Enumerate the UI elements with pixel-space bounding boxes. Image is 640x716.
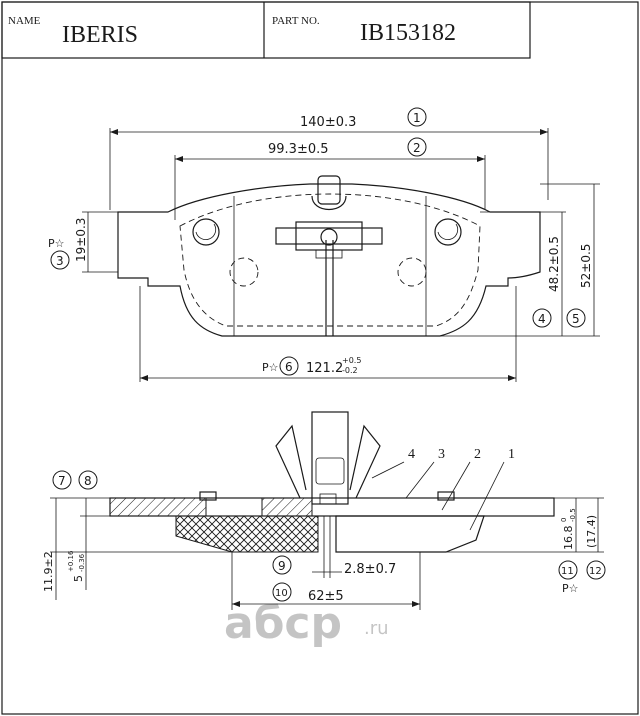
dim-friction-tol-plus: 0	[560, 518, 568, 522]
arrow-icon	[140, 375, 148, 381]
callout-12-circle	[586, 560, 606, 580]
p-star-label-bottom: P☆	[262, 361, 279, 374]
friction-material-left	[175, 515, 319, 553]
leader-line-2	[441, 461, 471, 511]
tab-right	[437, 491, 455, 501]
callout-10: 10	[275, 588, 288, 599]
callout-4: 4	[538, 312, 546, 326]
left-pin-circle	[229, 257, 259, 287]
callout-1: 1	[413, 111, 421, 125]
title-block: NAME IBERIS PART NO. IB153182	[1, 1, 531, 59]
part-label: PART NO.	[272, 15, 320, 27]
side-clip-left-spring	[275, 424, 307, 499]
dim-width-inner: 99.3±0.5	[268, 142, 329, 157]
callout-2: 2	[413, 141, 421, 155]
friction-contour	[179, 193, 481, 327]
watermark: aбcp .ru	[224, 598, 389, 649]
leader-line-3	[405, 461, 435, 499]
dim-width-total: 140±0.3	[300, 115, 356, 130]
left-ear-hole	[192, 218, 220, 246]
clip-body	[295, 221, 363, 251]
right-ear-hole	[434, 218, 462, 246]
tab-left	[199, 491, 217, 501]
callout-9: 9	[278, 559, 286, 573]
callout-3-circle	[50, 250, 70, 270]
left-ear-hole-arc	[195, 223, 217, 240]
clip-tab	[315, 249, 343, 259]
shim-mid	[261, 497, 313, 517]
pad-side-view: 4 3 2 1 7 8 11.9±2 5 +0.16 -0.36 16.8 0 …	[42, 411, 606, 610]
arrow-icon	[412, 601, 420, 607]
callout-8: 8	[84, 474, 92, 488]
dim-height-mid: 48.2±0.5	[547, 236, 561, 292]
dim-friction-tol-minus: -0.5	[569, 508, 577, 522]
leader-3: 3	[438, 447, 445, 462]
side-clip-base	[319, 493, 337, 505]
right-pin-circle	[397, 257, 427, 287]
arrow-icon	[508, 375, 516, 381]
callout-7: 7	[58, 474, 66, 488]
clip-crossbar	[275, 227, 383, 245]
dim-height-left: 19±0.3	[74, 218, 88, 262]
callout-11: 11	[561, 566, 574, 577]
arrow-icon	[232, 601, 240, 607]
right-ear-hole-arc	[437, 223, 459, 240]
dim-bottom-tol-minus: -0.2	[342, 366, 358, 375]
dim-backing-tol-minus: -0.36	[78, 553, 86, 572]
callout-6: 6	[285, 360, 293, 374]
dim-friction-ref: (17.4)	[585, 515, 598, 548]
side-clip-right-spring	[349, 424, 381, 499]
watermark-suffix: .ru	[364, 618, 389, 639]
callout-10-circle	[272, 582, 292, 602]
dim-backing: 5	[72, 575, 85, 582]
callout-4-circle	[532, 308, 552, 328]
arrow-icon	[175, 156, 183, 162]
pad-outline	[117, 183, 541, 337]
arrow-icon	[110, 129, 118, 135]
leader-4: 4	[408, 447, 415, 462]
callout-5-circle	[566, 308, 586, 328]
dim-backing-tol-plus: +0.16	[67, 550, 75, 572]
callout-8-circle	[78, 470, 98, 490]
arrow-icon	[477, 156, 485, 162]
name-label: NAME	[8, 15, 41, 27]
shim-left	[109, 497, 207, 517]
dim-slot-position: 62±5	[308, 589, 344, 604]
dim-height-total: 52±0.5	[579, 244, 593, 288]
callout-5: 5	[572, 312, 580, 326]
watermark-text: aбcp	[224, 598, 342, 649]
p-star-label-side: P☆	[562, 582, 579, 595]
dim-bottom-tol-plus: +0.5	[342, 356, 361, 365]
dim-thickness-total: 11.9±2	[42, 551, 55, 592]
leader-line-1	[469, 461, 505, 531]
arrow-icon	[540, 129, 548, 135]
callout-12: 12	[589, 566, 602, 577]
dim-slot-width: 2.8±0.7	[344, 562, 396, 577]
clip-spring	[311, 195, 347, 210]
callout-2-circle	[407, 137, 427, 157]
callout-11-circle	[558, 560, 578, 580]
part-number: IB153182	[360, 20, 456, 46]
pad-top-view: 140±0.3 1 99.3±0.5 2	[48, 107, 600, 382]
brand-name: IBERIS	[62, 22, 138, 48]
title-block-border	[1, 1, 531, 59]
leader-2: 2	[474, 447, 481, 462]
dim-friction: 16.8	[562, 526, 575, 551]
callout-6-circle	[279, 356, 299, 376]
dim-bottom-width: 121.2	[306, 361, 343, 376]
side-clip-window	[315, 457, 345, 485]
p-star-label: P☆	[48, 237, 65, 250]
callout-1-circle	[407, 107, 427, 127]
callout-9-circle	[272, 555, 292, 575]
callout-7-circle	[52, 470, 72, 490]
friction-material-right	[335, 515, 485, 553]
clip-top	[317, 175, 341, 205]
callout-3: 3	[56, 254, 64, 268]
clip-center-hole	[320, 228, 338, 246]
leader-1: 1	[508, 447, 515, 462]
leader-line-4	[371, 461, 405, 479]
